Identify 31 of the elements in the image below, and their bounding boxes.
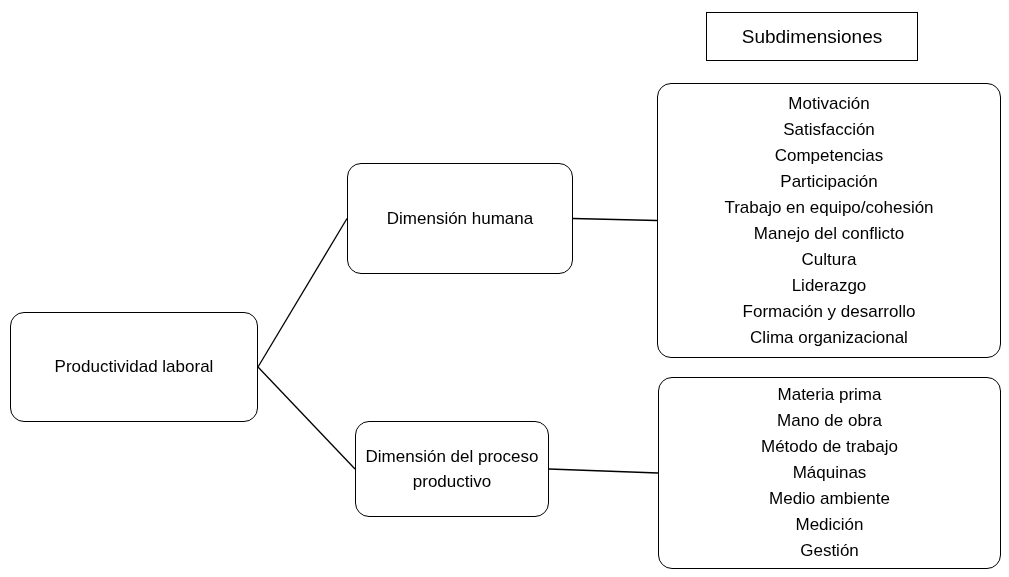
header-box: [706, 12, 918, 61]
box-text: Productividad laboral: [54, 356, 214, 378]
box-text: Participación: [780, 170, 878, 193]
box-text: Dimensión del proceso productivo: [364, 446, 540, 493]
box-text: Satisfacción: [783, 118, 875, 141]
rounded-box: [658, 377, 1001, 569]
box-text: Manejo del conflicto: [753, 222, 905, 245]
connector-line: [572, 217, 658, 222]
connector-line: [548, 468, 659, 474]
box-text: Materia prima: [777, 384, 882, 406]
box-text: Gestión: [800, 540, 859, 562]
box-text: Método de trabajo: [760, 436, 898, 458]
connector-line: [257, 217, 348, 368]
box-text: Liderazgo: [791, 274, 867, 297]
box-text: Cultura: [801, 248, 857, 271]
box-text: Máquinas: [792, 462, 867, 484]
box-text: Clima organizacional: [750, 326, 908, 349]
box-text: Competencias: [774, 144, 884, 167]
box-text: Dimensión humana: [386, 207, 534, 230]
rounded-box: [657, 83, 1001, 358]
box-text: Motivación: [788, 92, 870, 115]
connector-line: [257, 366, 356, 470]
box-text: Mano de obra: [777, 410, 882, 432]
box-text: Subdimensiones: [741, 24, 883, 49]
box-text: Trabajo en equipo/cohesión: [724, 196, 934, 219]
rounded-box: [355, 421, 549, 517]
rounded-box: [10, 312, 258, 422]
box-text: Medición: [795, 514, 864, 536]
box-text: Medio ambiente: [769, 488, 890, 510]
box-text: Formación y desarrollo: [742, 300, 916, 323]
rounded-box: [347, 163, 573, 274]
